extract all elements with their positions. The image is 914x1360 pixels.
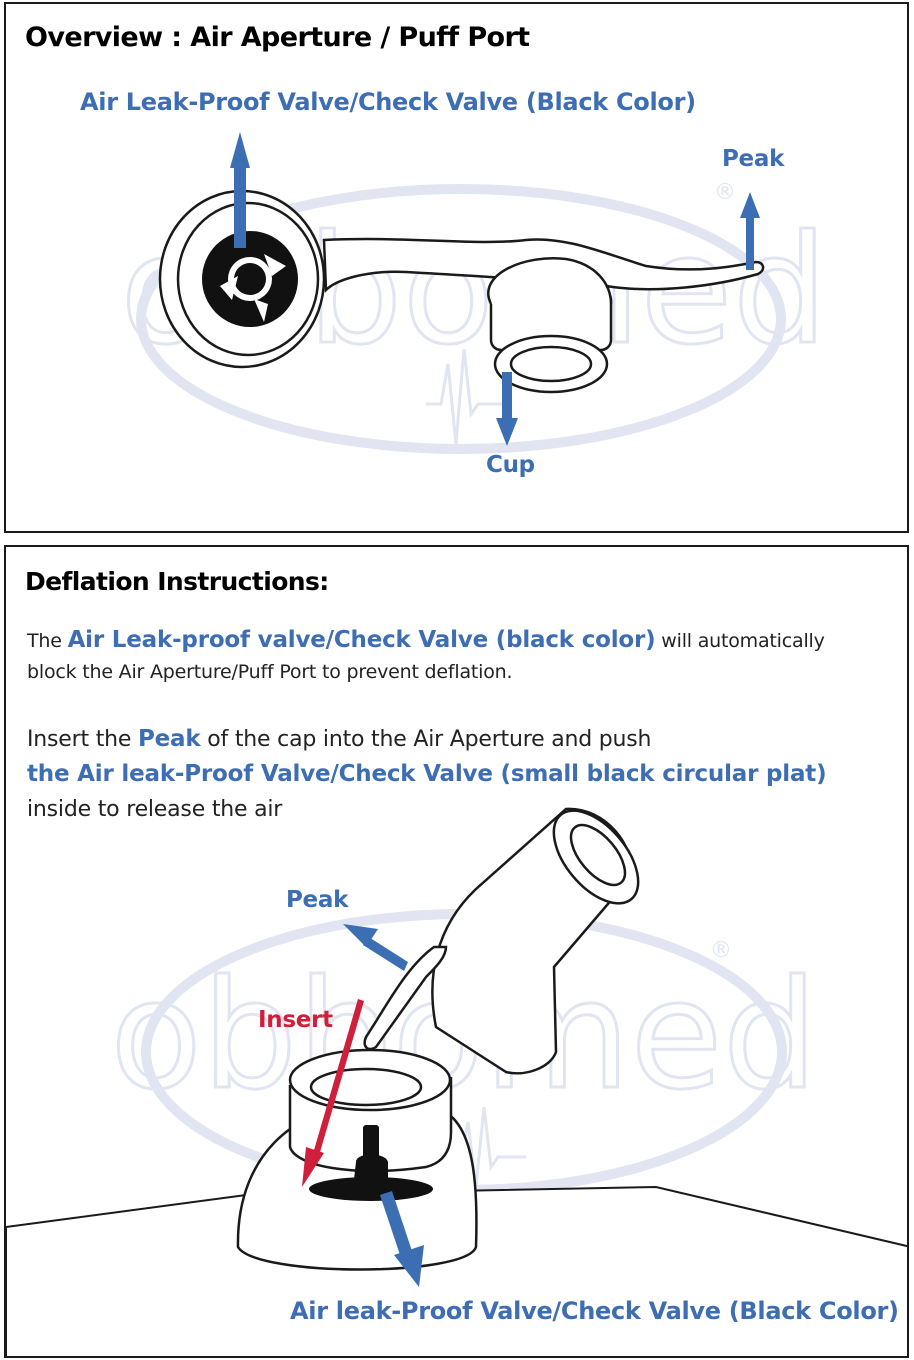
valve-arrow — [380, 1191, 424, 1287]
peak-arrow — [343, 924, 408, 971]
highlight-peak: Peak — [138, 726, 201, 752]
insert-arrow — [302, 999, 364, 1187]
watermark-registered: ® — [714, 180, 736, 205]
check-valve-black — [309, 1125, 433, 1201]
peak-arrow — [746, 214, 754, 270]
cup-arrow-head — [496, 418, 518, 446]
deflation-arrows — [302, 924, 424, 1287]
valve-arrow — [234, 164, 246, 248]
cup-arrow — [502, 372, 512, 422]
label-check-valve: Air Leak-Proof Valve/Check Valve (Black … — [80, 88, 696, 116]
overview-panel: Overview : Air Aperture / Puff Port obbo… — [4, 2, 909, 533]
puff-port-illustration — [158, 189, 765, 394]
label-peak: Peak — [722, 146, 785, 172]
valve-arrow-head — [230, 132, 250, 168]
check-valve-black — [202, 231, 298, 327]
watermark-registered: ® — [710, 938, 732, 963]
label-insert: Insert — [258, 1007, 333, 1033]
overview-diagram: obbomed ® — [119, 132, 829, 454]
highlight-check-valve: Air Leak-proof valve/Check Valve (black … — [67, 627, 656, 653]
deflation-title: Deflation Instructions: — [25, 567, 329, 596]
label-peak: Peak — [286, 887, 349, 913]
deflation-panel: Deflation Instructions: The Air Leak-pro… — [4, 545, 909, 1358]
deflation-paragraph-2: Insert the Peak of the cap into the Air … — [27, 726, 827, 822]
deflation-diagram: obbomed ® — [6, 807, 907, 1356]
cap-illustration — [363, 807, 640, 1075]
highlight-small-valve: the Air leak-Proof Valve/Check Valve (sm… — [27, 761, 827, 787]
overview-title: Overview : Air Aperture / Puff Port — [25, 22, 530, 53]
peak-arrow-head — [740, 192, 760, 218]
label-cup: Cup — [486, 452, 535, 478]
overview-arrows — [230, 132, 760, 446]
deflation-paragraph-1: The Air Leak-proof valve/Check Valve (bl… — [27, 627, 825, 683]
label-check-valve: Air leak-Proof Valve/Check Valve (Black … — [290, 1297, 899, 1325]
